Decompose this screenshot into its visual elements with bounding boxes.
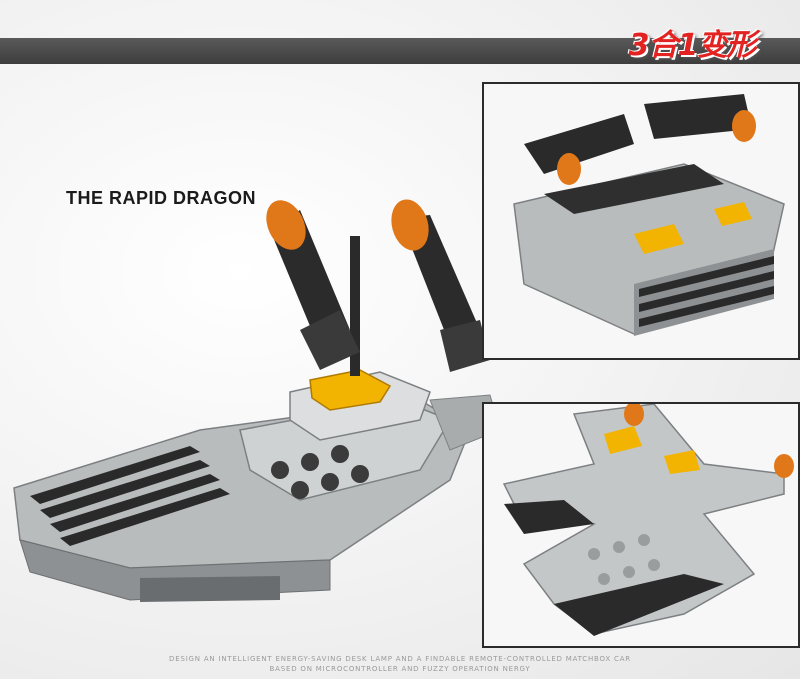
alternate-build-1-panel bbox=[482, 82, 800, 360]
footer-caption: DESIGN AN INTELLIGENT ENERGY-SAVING DESK… bbox=[0, 654, 800, 674]
alternate-build-2-panel bbox=[482, 402, 800, 648]
header-bar bbox=[0, 38, 800, 64]
model-title: THE RAPID DRAGON bbox=[66, 188, 257, 208]
footer-line-2: BASED ON MICROCONTROLLER AND FUZZY OPERA… bbox=[269, 665, 531, 673]
3-in-1-badge: 3合1变形 bbox=[628, 16, 757, 76]
alternate-build-1-image bbox=[513, 94, 785, 336]
footer-line-1: DESIGN AN INTELLIGENT ENERGY-SAVING DESK… bbox=[169, 655, 631, 663]
badge-text: 3合1变形 bbox=[628, 28, 757, 63]
alternate-build-2-image bbox=[502, 404, 794, 636]
